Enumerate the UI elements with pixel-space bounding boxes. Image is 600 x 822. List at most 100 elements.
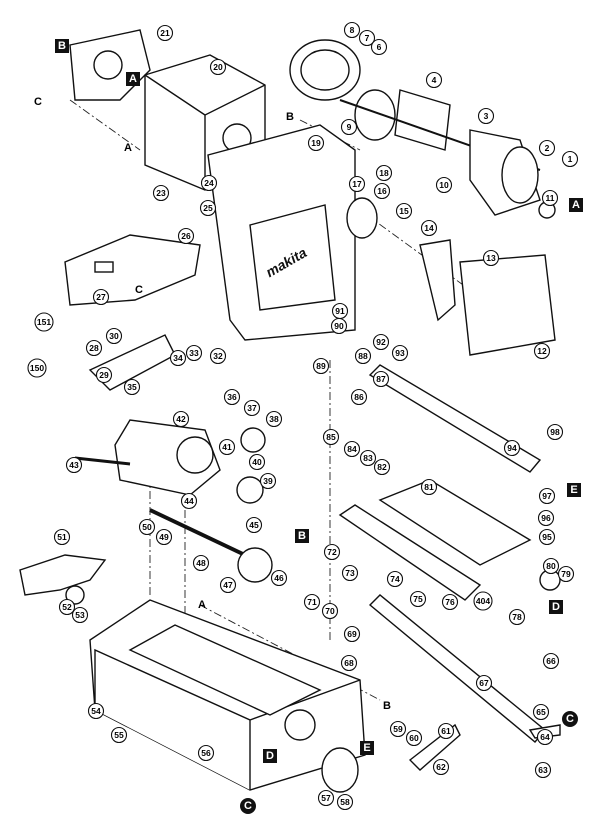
callout-17: 17 xyxy=(348,175,366,193)
callout-label: 9 xyxy=(347,122,352,132)
callout-label: 45 xyxy=(249,520,259,530)
callout-label: 67 xyxy=(479,678,489,688)
callout-circle xyxy=(197,744,215,762)
callout-circle xyxy=(534,761,552,779)
reference-marker-label: E xyxy=(570,484,577,496)
callout-circle xyxy=(541,189,559,207)
callout-6: 6 xyxy=(370,38,388,56)
callout-89: 89 xyxy=(312,357,330,375)
callout-label: 16 xyxy=(377,186,387,196)
callout-circle xyxy=(432,758,450,776)
callout-68: 68 xyxy=(340,654,358,672)
callout-circle xyxy=(375,164,393,182)
callout-label: 1 xyxy=(568,154,573,164)
callout-25: 25 xyxy=(199,199,217,217)
callout-label: 95 xyxy=(542,532,552,542)
callout-label: 19 xyxy=(311,138,321,148)
callout-circle xyxy=(405,729,423,747)
callout-label: 50 xyxy=(142,522,152,532)
callout-95: 95 xyxy=(538,528,556,546)
gear-box-bore xyxy=(176,436,214,474)
reference-marker-label: C xyxy=(135,284,143,296)
callout-label: 80 xyxy=(546,561,556,571)
callout-circle xyxy=(354,347,372,365)
callout-55: 55 xyxy=(110,726,128,744)
callout-circle xyxy=(561,150,579,168)
callout-circle xyxy=(425,71,443,89)
callout-35: 35 xyxy=(123,378,141,396)
callout-circle xyxy=(185,344,203,362)
callout-97: 97 xyxy=(538,487,556,505)
callout-circle xyxy=(437,722,455,740)
reference-marker-label: A xyxy=(198,599,206,611)
callout-circle xyxy=(123,378,141,396)
callout-circle xyxy=(53,528,71,546)
callout-24: 24 xyxy=(200,174,218,192)
callout-76: 76 xyxy=(441,593,459,611)
callout-label: 43 xyxy=(69,460,79,470)
reference-marker-label: D xyxy=(552,601,560,613)
fan-part xyxy=(354,89,396,141)
callout-38: 38 xyxy=(265,410,283,428)
callout-label: 48 xyxy=(196,558,206,568)
callout-circle xyxy=(155,528,173,546)
callout-label: 68 xyxy=(344,658,354,668)
callout-circle xyxy=(243,399,261,417)
callout-circle xyxy=(259,472,277,490)
callout-label: 20 xyxy=(213,62,223,72)
callout-10: 10 xyxy=(435,176,453,194)
callout-label: 15 xyxy=(399,206,409,216)
callout-label: 47 xyxy=(223,580,233,590)
callout-80: 80 xyxy=(542,557,560,575)
callout-circle xyxy=(200,174,218,192)
callout-circle xyxy=(110,726,128,744)
switch-cover-part xyxy=(64,234,201,306)
callout-circle xyxy=(503,439,521,457)
part-callouts: 2120876432191918101124232517161514132627… xyxy=(27,21,579,811)
callout-circle xyxy=(265,410,283,428)
callout-label: 93 xyxy=(395,348,405,358)
callout-label: 13 xyxy=(486,253,496,263)
callout-circle xyxy=(542,557,560,575)
switch-label xyxy=(94,261,114,273)
reference-marker-A: A xyxy=(198,599,206,611)
callout-circle xyxy=(420,219,438,237)
base-frame-cavity xyxy=(128,624,322,716)
callout-circle xyxy=(245,516,263,534)
reference-marker-A: A xyxy=(124,142,132,154)
callout-label: 38 xyxy=(269,414,279,424)
callout-circle xyxy=(323,543,341,561)
reference-marker-label: B xyxy=(383,700,391,712)
reference-marker-label: C xyxy=(34,96,42,108)
callout-label: 150 xyxy=(30,363,44,373)
callout-14: 14 xyxy=(420,219,438,237)
callout-label: 18 xyxy=(379,168,389,178)
callout-150: 150 xyxy=(27,358,47,378)
callout-label: 65 xyxy=(536,707,546,717)
callout-circle xyxy=(180,492,198,510)
callout-label: 7 xyxy=(365,33,370,43)
callout-52: 52 xyxy=(58,598,76,616)
callout-circle xyxy=(372,333,390,351)
reference-marker-label: B xyxy=(298,530,306,542)
callout-46: 46 xyxy=(270,569,288,587)
callout-label: 94 xyxy=(507,443,517,453)
callout-label: 2 xyxy=(545,143,550,153)
callout-circle xyxy=(340,654,358,672)
callout-circle xyxy=(537,509,555,527)
reference-marker-A: A xyxy=(569,198,583,212)
callout-circle xyxy=(373,182,391,200)
callout-20: 20 xyxy=(209,58,227,76)
callout-42: 42 xyxy=(172,410,190,428)
callout-circle xyxy=(538,528,556,546)
callout-label: 12 xyxy=(537,346,547,356)
callout-3: 3 xyxy=(477,107,495,125)
callout-circle xyxy=(71,606,89,624)
reference-marker-A: A xyxy=(126,72,140,86)
callout-label: 3 xyxy=(484,111,489,121)
callout-label: 36 xyxy=(227,392,237,402)
callout-23: 23 xyxy=(152,184,170,202)
callout-11: 11 xyxy=(541,189,559,207)
callout-93: 93 xyxy=(391,344,409,362)
